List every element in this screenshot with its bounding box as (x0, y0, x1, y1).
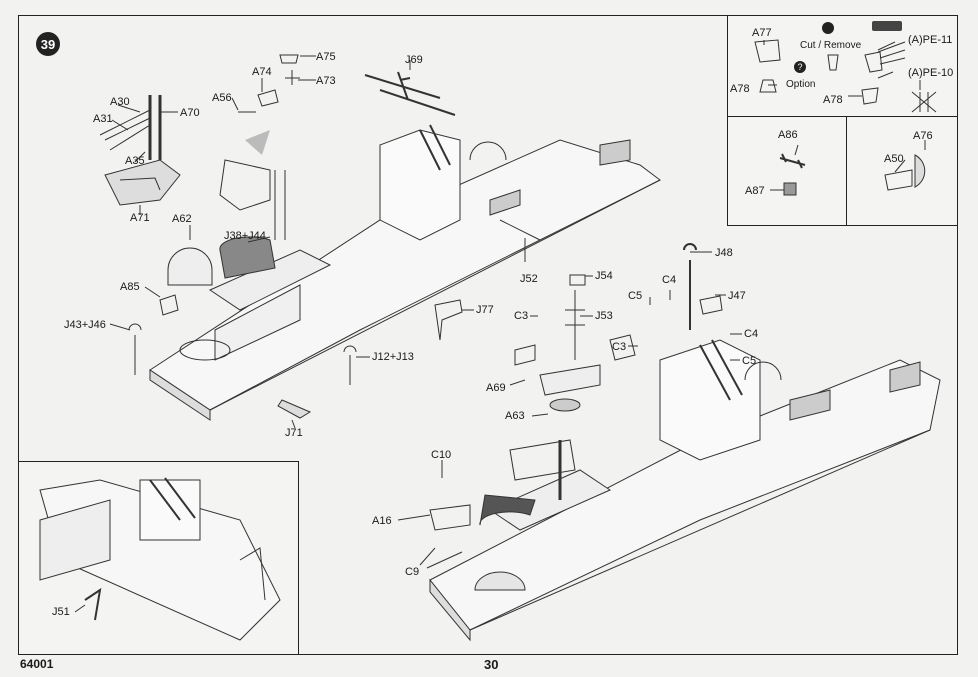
part-label-c9: C9 (405, 566, 420, 578)
legend-option-text: Option (786, 79, 816, 90)
part-label-a71: A71 (130, 212, 150, 224)
part-label-j51: J51 (52, 606, 70, 618)
page-number: 30 (484, 657, 499, 672)
part-label-a70: A70 (180, 107, 200, 119)
legend-label-a86: A86 (778, 129, 798, 141)
part-label-a74: A74 (252, 66, 272, 78)
part-label-a56: A56 (212, 92, 232, 104)
legend-cut-remove-text: Cut / Remove (800, 40, 862, 51)
part-label-j48: J48 (715, 247, 733, 259)
cut-remove-icon (822, 22, 834, 34)
legend-label-a78-right: A78 (823, 94, 843, 106)
part-label-a16: A16 (372, 515, 392, 527)
part-label-c4-lower: C4 (744, 328, 759, 340)
part-label-j71: J71 (285, 427, 303, 439)
legend-label-a76: A76 (913, 130, 933, 142)
instruction-page-frame (18, 15, 958, 655)
legend-label-pe10: (A)PE-10 (908, 67, 954, 79)
part-label-a31: A31 (93, 113, 113, 125)
part-label-j38-j44: J38+J44 (224, 230, 266, 242)
part-label-j69: J69 (405, 54, 423, 66)
photo-etch-sheet-icon (872, 21, 902, 31)
part-label-c4-upper: C4 (662, 274, 677, 286)
legend-label-a50: A50 (884, 153, 904, 165)
part-label-c10: C10 (431, 449, 452, 461)
inset-detail-drawing (39, 477, 281, 641)
step-number-badge: 39 (36, 32, 60, 56)
legend-panel-a76 (846, 116, 958, 226)
superstructure-upper-drawing (149, 124, 661, 421)
model-code: 64001 (20, 657, 54, 671)
part-label-a85: A85 (120, 281, 140, 293)
part-label-a30: A30 (110, 96, 130, 108)
part-label-a75: A75 (316, 51, 336, 63)
part-label-c5-lower: C5 (742, 355, 757, 367)
legend-label-a87: A87 (745, 185, 765, 197)
legend-label-a78-left: A78 (730, 83, 750, 95)
part-label-a62: A62 (172, 213, 192, 225)
part-label-j47: J47 (728, 290, 746, 302)
part-label-c3-lower: C3 (612, 341, 627, 353)
legend-label-pe11: (A)PE-11 (908, 34, 953, 46)
mast-assembly-drawing (99, 95, 181, 206)
superstructure-lower-drawing (429, 339, 941, 642)
part-label-c3-upper: C3 (514, 310, 529, 322)
part-label-c5-upper: C5 (628, 290, 643, 302)
legend-label-a77: A77 (752, 27, 772, 39)
part-label-a63: A63 (505, 410, 525, 422)
part-label-j53: J53 (595, 310, 613, 322)
part-label-j43-j46: J43+J46 (64, 319, 106, 331)
part-label-j52: J52 (520, 273, 538, 285)
part-label-a35: A35 (125, 155, 145, 167)
option-icon: ? (794, 61, 806, 73)
part-label-a69: A69 (486, 382, 506, 394)
part-label-a73: A73 (316, 75, 336, 87)
part-label-j77: J77 (476, 304, 494, 316)
part-label-j54: J54 (595, 270, 613, 282)
part-label-j12-j13: J12+J13 (372, 351, 414, 363)
